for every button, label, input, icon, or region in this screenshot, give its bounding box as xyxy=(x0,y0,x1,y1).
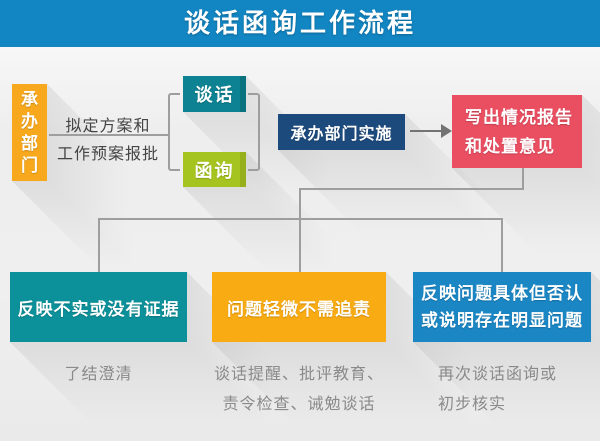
plan-text-top: 拟定方案和 xyxy=(65,118,151,135)
caption-middle-line-1: 谈话提醒、批评教育、 xyxy=(213,366,384,383)
outcome-middle-box: 问题轻微不需追责 xyxy=(212,272,386,342)
outcome-left-box: 反映不实或没有证据 xyxy=(10,272,187,342)
talk-label: 谈话 xyxy=(194,85,235,105)
header-bar: 谈话函询工作流程 xyxy=(0,0,600,47)
arrow-right-icon xyxy=(410,124,452,138)
dept-box: 承办部门 xyxy=(12,84,47,181)
plan-divider-line xyxy=(49,134,169,136)
letter-inquiry-label: 函询 xyxy=(194,160,235,181)
talk-box: 谈话 xyxy=(183,76,246,112)
plan-text-bottom: 工作预案报批 xyxy=(56,146,159,163)
outcome-right-label-line-1: 反映问题具体但否认 xyxy=(421,284,583,303)
page-title: 谈话函询工作流程 xyxy=(183,9,416,38)
arrow-shaft xyxy=(410,130,443,132)
implement-label: 承办部门实施 xyxy=(290,126,393,143)
report-box: 写出情况报告 和处置意见 xyxy=(452,95,582,168)
outcome-right-label-line-2: 或说明存在明显问题 xyxy=(421,311,583,330)
outcome-middle-label: 问题轻微不需追责 xyxy=(227,299,371,319)
caption-right-line-1: 再次谈话函询或 xyxy=(438,366,558,383)
report-line-2: 和处置意见 xyxy=(465,137,555,156)
connector-center-vertical xyxy=(299,188,301,272)
outcome-right-box: 反映问题具体但否认 或说明存在明显问题 xyxy=(413,272,591,342)
connector-right-drop xyxy=(501,218,503,272)
connector-left-drop xyxy=(98,218,100,272)
bracket-right xyxy=(248,93,260,171)
outcome-left-label: 反映不实或没有证据 xyxy=(17,299,180,319)
connector-upper-horizontal xyxy=(299,188,524,190)
caption-right-line-2: 初步核实 xyxy=(438,396,507,413)
report-line-1: 写出情况报告 xyxy=(465,108,573,127)
letter-inquiry-box: 函询 xyxy=(183,152,246,187)
caption-left: 了结澄清 xyxy=(64,366,133,383)
dept-label: 承办部门 xyxy=(21,89,38,175)
caption-middle-line-2: 责令检查、诫勉谈话 xyxy=(222,396,376,413)
bracket-left xyxy=(168,93,180,171)
connector-distributor xyxy=(98,218,503,220)
implement-box: 承办部门实施 xyxy=(278,114,405,150)
arrow-head xyxy=(441,124,452,138)
connector-report-drop xyxy=(522,168,524,189)
